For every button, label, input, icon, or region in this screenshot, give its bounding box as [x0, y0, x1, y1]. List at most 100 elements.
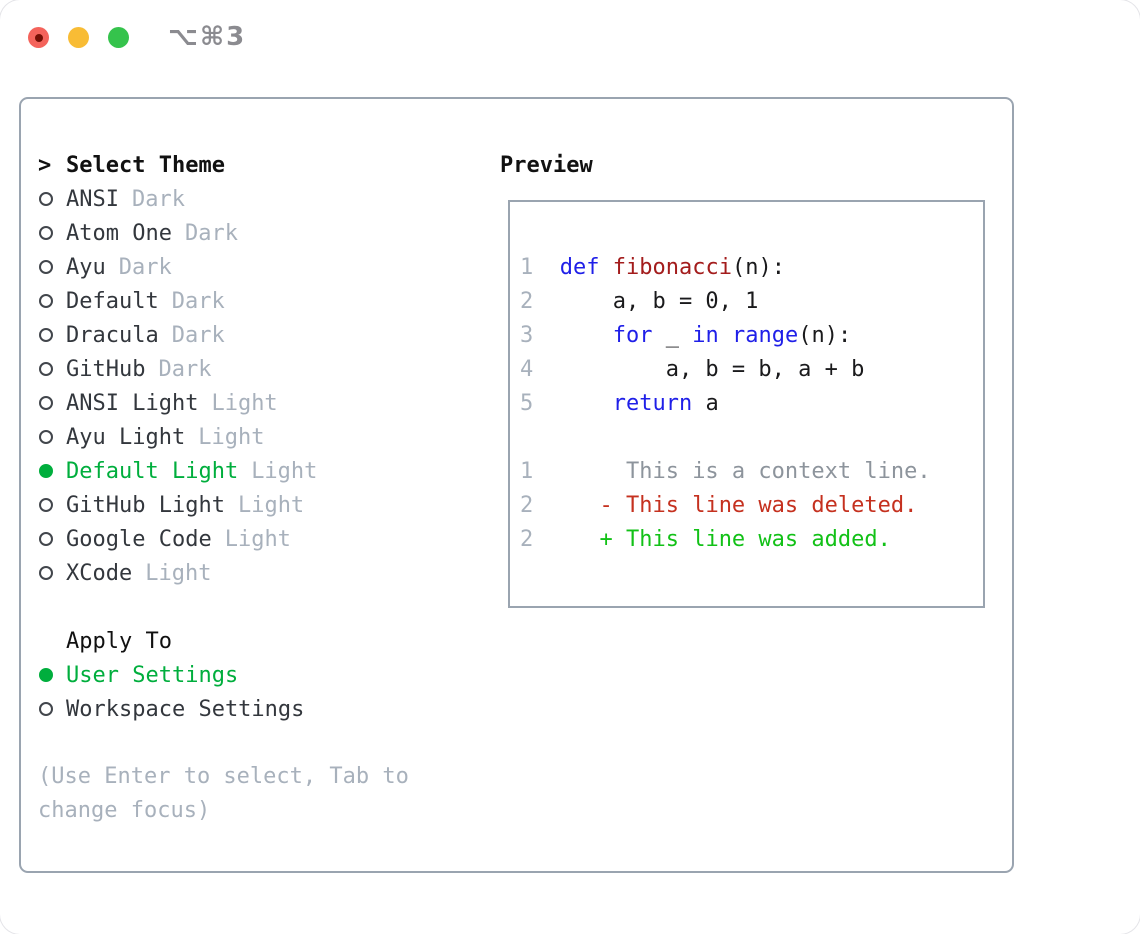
code-segment: This is a context line.: [533, 459, 931, 484]
minimize-button[interactable]: [68, 27, 89, 48]
code-segment: return: [612, 391, 693, 416]
code-line: 1 This is a context line.: [520, 455, 983, 489]
theme-option-default-light[interactable]: Default Light Light: [38, 454, 478, 488]
radio-selected-icon: [39, 464, 53, 478]
code-segment: (n):: [798, 323, 852, 348]
zoom-button[interactable]: [108, 27, 129, 48]
spacer: [38, 726, 478, 760]
apply-option-workspace-settings[interactable]: Workspace Settings: [38, 692, 478, 726]
code-line: 2 a, b = 0, 1: [520, 285, 983, 319]
theme-option-ansi-light[interactable]: ANSI Light Light: [38, 386, 478, 420]
code-segment: [533, 255, 560, 280]
code-line: 4 a, b = b, a + b: [520, 353, 983, 387]
radio-marker: [38, 498, 66, 512]
code-line: 2 + This line was added.: [520, 523, 983, 557]
code-segment: + This line was added.: [599, 527, 891, 552]
theme-option-dracula[interactable]: Dracula Dark: [38, 318, 478, 352]
radio-marker: [38, 566, 66, 580]
code-segment: _: [652, 323, 693, 348]
theme-variant-tag: Dark: [184, 220, 238, 246]
radio-marker: [38, 260, 66, 274]
apply-to-title: Apply To: [66, 628, 172, 654]
radio-unselected-icon: [39, 260, 53, 274]
radio-selected-icon: [39, 668, 53, 682]
theme-option-label: ANSI Light: [66, 390, 199, 416]
theme-variant-tag: Dark: [171, 322, 225, 348]
radio-unselected-icon: [39, 702, 53, 716]
radio-marker: [38, 464, 66, 478]
theme-option-label: GitHub: [66, 356, 146, 382]
theme-option-label: Dracula: [66, 322, 159, 348]
line-number: 2: [520, 289, 534, 314]
theme-option-label: ANSI: [66, 186, 119, 212]
code-blank-line: [520, 421, 983, 455]
code-segment: - This line was deleted.: [599, 493, 918, 518]
line-number: 1: [520, 255, 534, 280]
code-segment: for: [612, 323, 653, 348]
help-line-1: (Use Enter to select, Tab to: [38, 764, 409, 789]
radio-unselected-icon: [39, 328, 53, 342]
code-segment: [533, 323, 612, 348]
apply-option-label: User Settings: [66, 662, 239, 688]
radio-unselected-icon: [39, 192, 53, 206]
line-number: 4: [520, 357, 534, 382]
help-text: (Use Enter to select, Tab to change focu…: [38, 760, 478, 828]
theme-option-label: Default Light: [66, 458, 239, 484]
code-segment: a, b = b, a + b: [533, 357, 865, 382]
theme-variant-tag: Light: [211, 390, 278, 416]
apply-option-label: Workspace Settings: [66, 696, 305, 722]
code-segment: a, b = 0, 1: [533, 289, 759, 314]
theme-option-label: GitHub Light: [66, 492, 225, 518]
code-line: 1 def fibonacci(n):: [520, 251, 983, 285]
line-number: 5: [520, 391, 534, 416]
radio-marker: [38, 328, 66, 342]
apply-to-header: Apply To: [38, 624, 478, 658]
code-segment: (n):: [731, 255, 785, 280]
code-segment: def: [559, 255, 600, 280]
close-button[interactable]: [28, 27, 49, 48]
radio-marker: [38, 668, 66, 682]
line-number: 1: [520, 459, 534, 484]
apply-option-user-settings[interactable]: User Settings: [38, 658, 478, 692]
theme-option-label: Atom One: [66, 220, 172, 246]
radio-marker: [38, 396, 66, 410]
radio-unselected-icon: [39, 396, 53, 410]
radio-marker: [38, 294, 66, 308]
theme-variant-tag: Light: [251, 458, 318, 484]
radio-marker: [38, 702, 66, 716]
theme-option-label: Default: [66, 288, 159, 314]
radio-marker: [38, 362, 66, 376]
radio-unselected-icon: [39, 566, 53, 580]
theme-option-atom-one[interactable]: Atom One Dark: [38, 216, 478, 250]
code-segment: [600, 255, 613, 280]
code-segment: range: [731, 323, 799, 348]
line-number: 2: [520, 527, 534, 552]
select-theme-header: > Select Theme: [38, 148, 478, 182]
radio-unselected-icon: [39, 226, 53, 240]
code-segment: [533, 391, 612, 416]
theme-option-label: Ayu Light: [66, 424, 186, 450]
theme-variant-tag: Dark: [118, 254, 172, 280]
theme-variant-tag: Light: [224, 526, 291, 552]
select-theme-title: Select Theme: [66, 152, 225, 178]
radio-marker: [38, 226, 66, 240]
code-segment: [533, 527, 599, 552]
keyboard-shortcut-label: ⌥⌘3: [168, 22, 247, 52]
radio-marker: [38, 430, 66, 444]
code-segment: fibonacci: [612, 255, 732, 280]
preview-title: Preview: [500, 152, 593, 178]
radio-unselected-icon: [39, 430, 53, 444]
code-segment: a: [692, 391, 719, 416]
theme-variant-tag: Light: [145, 560, 212, 586]
